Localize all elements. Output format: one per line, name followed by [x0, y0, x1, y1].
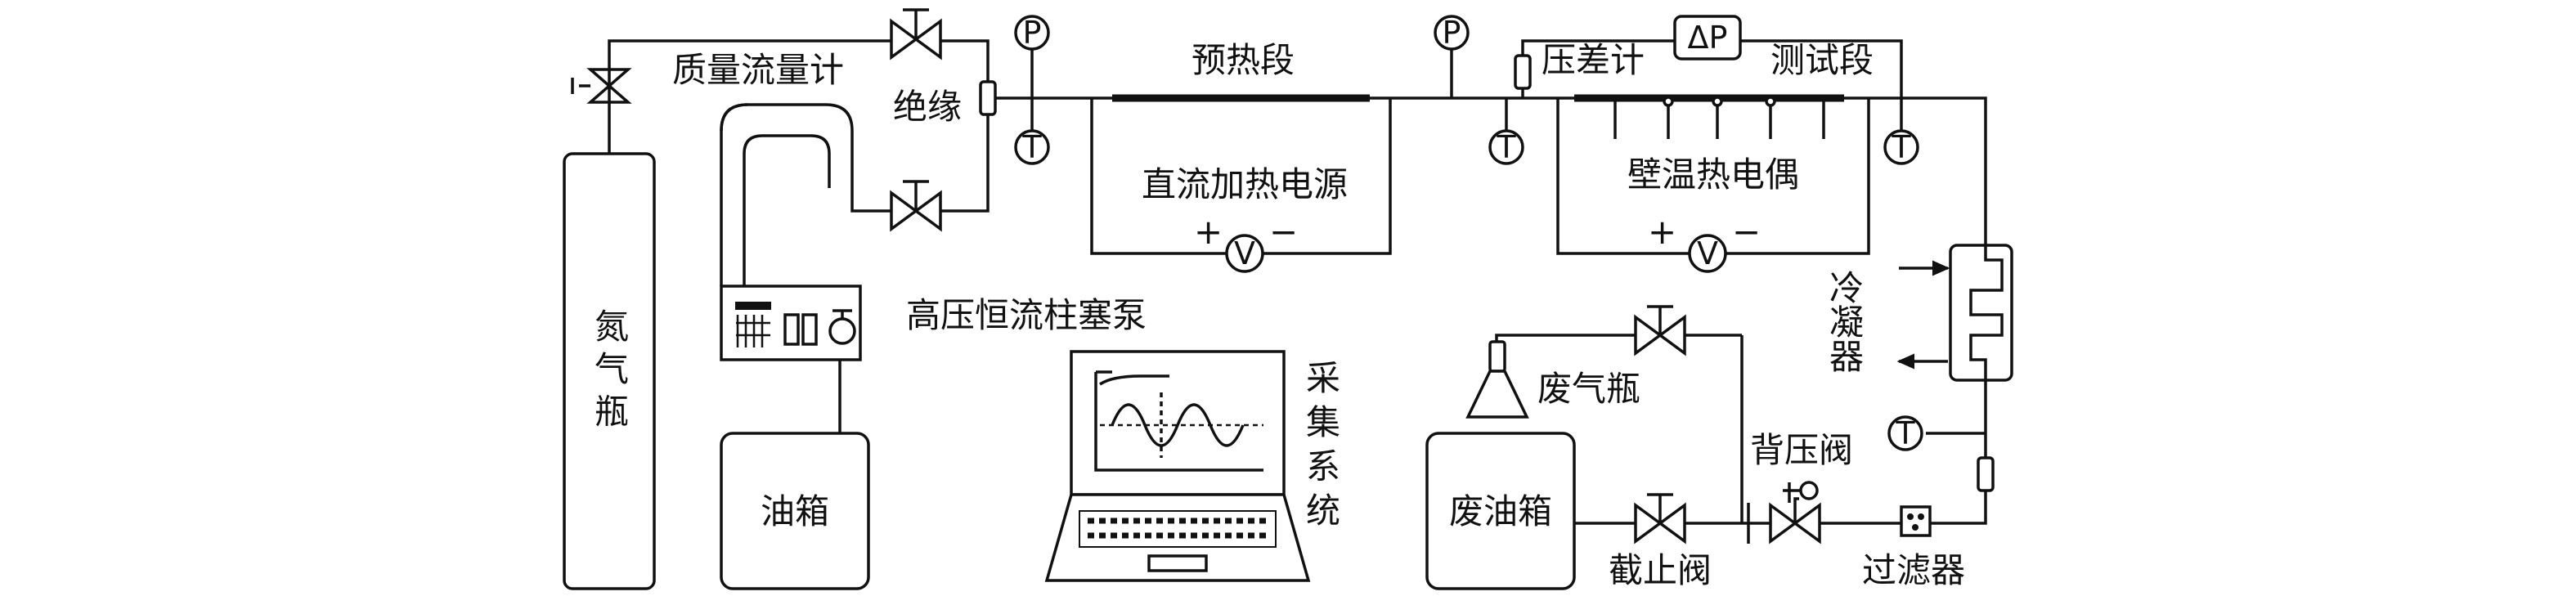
mass-flow-meter-label: 质量流量计	[672, 50, 844, 90]
oil-tank-label: 油箱	[761, 491, 829, 531]
stop-valve: 截止阀	[1609, 493, 1712, 590]
minus-sign: −	[1732, 212, 1761, 252]
temperature-symbol: T	[1895, 415, 1915, 451]
nitrogen-cylinder: 氮气瓶	[563, 152, 656, 590]
temperature-symbol: T	[1021, 129, 1042, 165]
temperature-symbol: T	[1496, 129, 1516, 165]
waste-oil-tank: 废油箱	[1425, 432, 1576, 590]
test-section-label: 测试段	[1770, 40, 1874, 80]
waste-gas-bottle-label: 废气瓶	[1537, 369, 1640, 409]
stop-valve-label: 截止阀	[1609, 550, 1712, 590]
waste-oil-tank-label: 废油箱	[1449, 491, 1552, 531]
test-outlet-temp: T	[1883, 98, 1919, 165]
insulation-label: 绝缘	[893, 87, 962, 127]
data-acquisition-laptop	[1044, 350, 1311, 582]
voltage-symbol: V	[1234, 235, 1255, 271]
plus-sign: +	[1648, 212, 1676, 252]
bypass-valve	[890, 180, 942, 232]
oil-tank: 油箱	[720, 432, 870, 590]
back-pressure-valve: 背压阀	[1750, 430, 1853, 544]
temperature-symbol: T	[1891, 129, 1911, 165]
minus-sign: −	[1269, 212, 1298, 252]
diff-pressure-label: 压差计	[1542, 40, 1645, 80]
delta-p-symbol: ΔP	[1688, 20, 1728, 56]
diff-pressure-gauge: ΔP 压差计 测试段	[1514, 15, 1903, 98]
condenser: 冷凝器	[1824, 244, 2013, 382]
inlet-pressure-gauge: P T	[1014, 15, 1050, 165]
waste-gas-bottle: 废气瓶	[1465, 340, 1640, 419]
back-pressure-label: 背压阀	[1750, 430, 1853, 470]
mid-pressure-gauge: P	[1434, 15, 1470, 98]
pump-label: 高压恒流柱塞泵	[906, 295, 1147, 335]
test-inlet-temp: T	[1488, 98, 1524, 165]
plunger-pump	[720, 285, 862, 361]
condenser-label: 冷凝器	[1824, 270, 1865, 373]
preheating-section: 预热段 直流加热电源 + V −	[1090, 40, 1392, 273]
acquisition-label: 采集系统	[1301, 360, 1341, 536]
pressure-symbol: P	[1443, 15, 1461, 51]
condenser-outlet-temp: T	[1887, 415, 1986, 451]
nitrogen-cylinder-label: 氮气瓶	[590, 308, 630, 436]
filter: 过滤器	[1862, 505, 1965, 590]
outlet-joint	[1977, 456, 1995, 492]
plus-sign: +	[1194, 212, 1223, 252]
test-section: 壁温热电偶 + V −	[1556, 94, 1870, 273]
preheating-label: 预热段	[1192, 40, 1295, 80]
dc-power-label: 直流加热电源	[1142, 164, 1348, 204]
filter-label: 过滤器	[1862, 550, 1965, 590]
cylinder-valve	[571, 68, 632, 104]
top-valve	[890, 8, 942, 60]
mass-flow-meter	[720, 103, 891, 286]
pressure-symbol: P	[1023, 15, 1042, 51]
wall-thermocouple-label: 壁温热电偶	[1627, 155, 1799, 195]
insulation-joint	[979, 80, 997, 116]
voltage-symbol: V	[1697, 235, 1718, 271]
waste-gas-valve	[1634, 305, 1686, 356]
